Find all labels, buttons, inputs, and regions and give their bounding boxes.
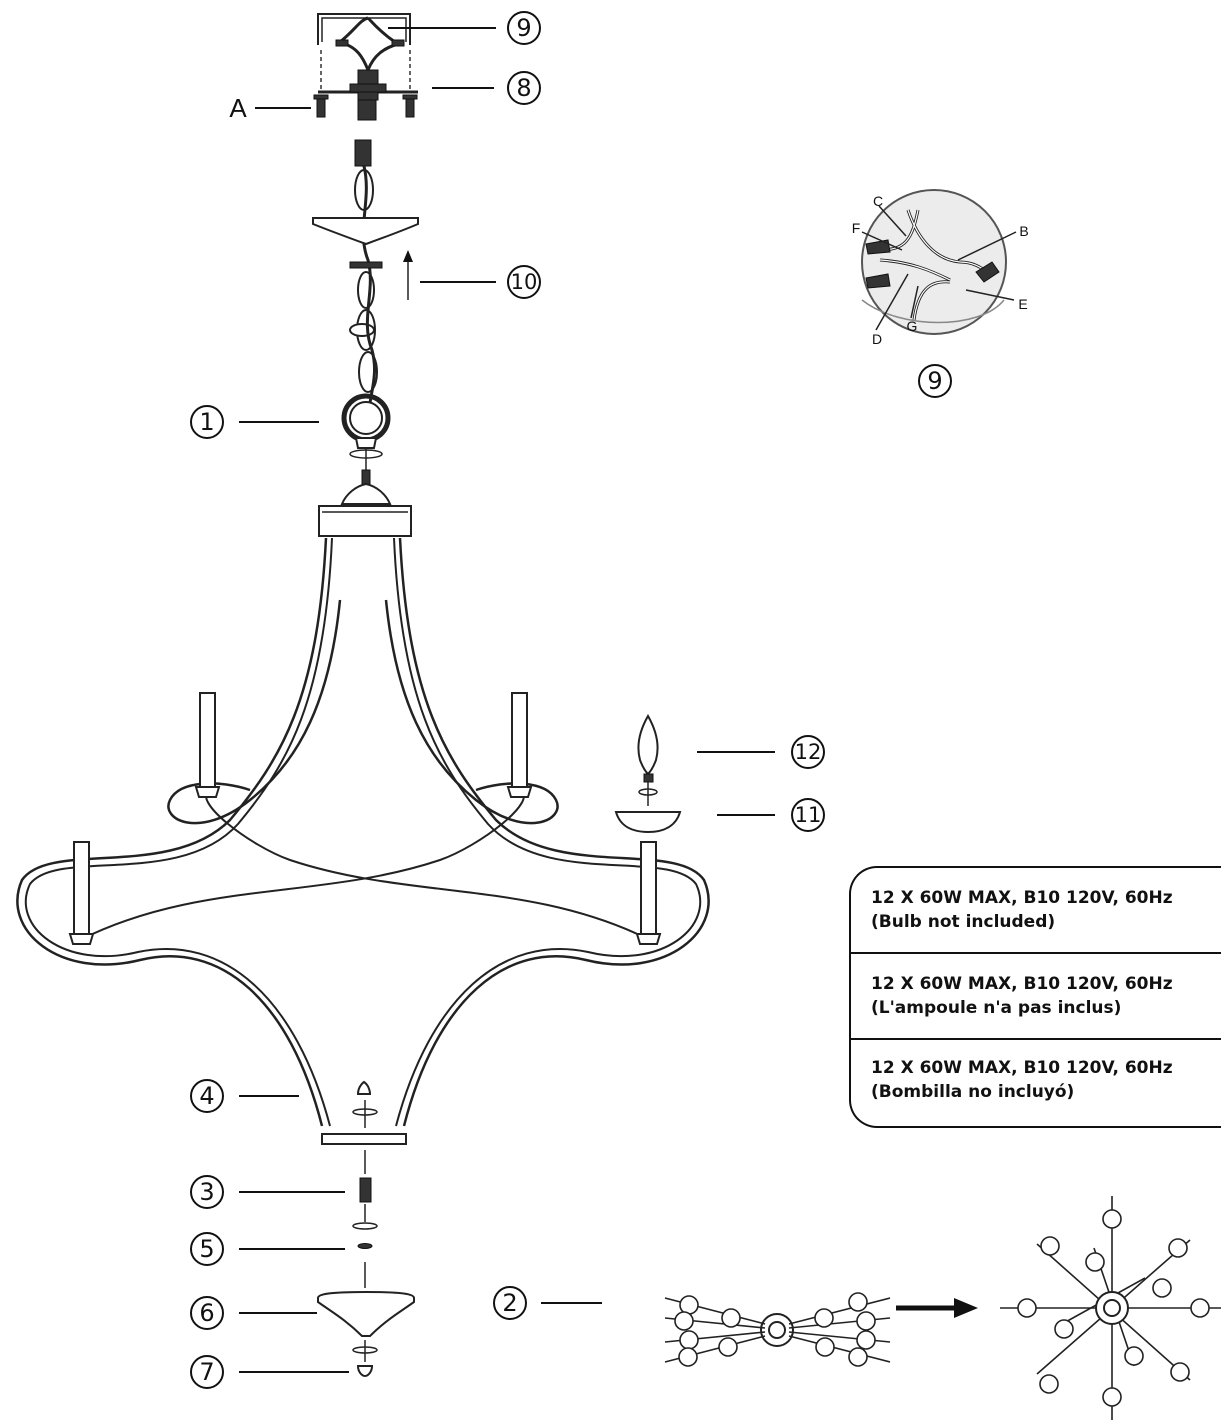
wire-label-f: F bbox=[852, 220, 861, 236]
callout-9-detail: 9 bbox=[927, 367, 942, 395]
callout-leaders bbox=[239, 27, 775, 1373]
spec-row-french: 12 X 60W MAX, B10 120V, 60Hz (L'ampoule … bbox=[871, 972, 1221, 1020]
callout-12-circle bbox=[791, 735, 825, 769]
spec-divider-2 bbox=[851, 1038, 1221, 1040]
callout-1: 1 bbox=[199, 408, 214, 436]
callout-9-circle bbox=[507, 11, 541, 45]
callout-11-circle bbox=[791, 798, 825, 832]
spec-note-french: (L'ampoule n'a pas inclus) bbox=[871, 998, 1122, 1018]
bottom-assembly bbox=[317, 1080, 415, 1378]
callout-a: A bbox=[229, 93, 247, 123]
wiring-leaders bbox=[861, 205, 1017, 331]
chain-connector bbox=[354, 139, 372, 167]
junction-box bbox=[317, 13, 411, 71]
mounting-bracket bbox=[318, 50, 418, 101]
bulb bbox=[637, 713, 659, 806]
callout-9: 9 bbox=[516, 14, 531, 42]
wire-label-c: C bbox=[873, 193, 883, 209]
callout-9-detail-circle bbox=[918, 364, 952, 398]
frame bbox=[16, 537, 710, 1145]
spec-rating-english: 12 X 60W MAX, B10 120V, 60Hz bbox=[871, 888, 1173, 908]
spec-row-spanish: 12 X 60W MAX, B10 120V, 60Hz (Bombilla n… bbox=[871, 1056, 1221, 1104]
callout-6-circle bbox=[190, 1296, 224, 1330]
spec-note-spanish: (Bombilla no incluyó) bbox=[871, 1082, 1075, 1102]
arm-layout-folded bbox=[664, 1292, 891, 1367]
callout-2-circle bbox=[493, 1286, 527, 1320]
callout-12: 12 bbox=[795, 740, 822, 764]
wire-label-e: E bbox=[1018, 296, 1027, 312]
callout-10: 10 bbox=[511, 270, 538, 294]
spec-row-english: 12 X 60W MAX, B10 120V, 60Hz (Bulb not i… bbox=[871, 886, 1221, 934]
candle-upper-left bbox=[194, 692, 221, 798]
callout-8-circle bbox=[507, 71, 541, 105]
screw-a-right bbox=[402, 94, 418, 118]
candle-upper-right bbox=[506, 692, 533, 798]
wire-label-d: D bbox=[872, 331, 882, 347]
threaded-nipple bbox=[357, 99, 377, 121]
callout-11: 11 bbox=[795, 803, 822, 827]
screw-a-left bbox=[313, 94, 329, 118]
candle-lower-left bbox=[68, 841, 95, 945]
callout-5: 5 bbox=[199, 1235, 214, 1263]
wiring-detail bbox=[861, 189, 1007, 335]
callout-4: 4 bbox=[199, 1082, 214, 1110]
arm-layout-spread bbox=[1000, 1196, 1221, 1420]
spec-note-english: (Bulb not included) bbox=[871, 912, 1056, 932]
wire-label-b: B bbox=[1019, 223, 1028, 239]
spec-box: 12 X 60W MAX, B10 120V, 60Hz (Bulb not i… bbox=[849, 866, 1221, 1128]
top-cap bbox=[318, 469, 412, 537]
spec-rating-french: 12 X 60W MAX, B10 120V, 60Hz bbox=[871, 974, 1173, 994]
callout-10-circle bbox=[507, 265, 541, 299]
callout-3: 3 bbox=[199, 1178, 214, 1206]
spec-divider-1 bbox=[851, 952, 1221, 954]
wire-label-g: G bbox=[907, 318, 918, 334]
callout-7: 7 bbox=[199, 1358, 214, 1386]
callout-1-circle bbox=[190, 405, 224, 439]
canopy bbox=[312, 217, 419, 269]
callout-6: 6 bbox=[199, 1299, 214, 1327]
chain bbox=[349, 165, 378, 421]
callout-4-circle bbox=[190, 1079, 224, 1113]
bobeche bbox=[614, 811, 682, 834]
callout-5-circle bbox=[190, 1232, 224, 1266]
arm-layout-arrow bbox=[896, 1298, 978, 1318]
callout-2: 2 bbox=[502, 1289, 517, 1317]
callout-7-circle bbox=[190, 1355, 224, 1389]
callout-8: 8 bbox=[516, 74, 531, 102]
callout-3-circle bbox=[190, 1175, 224, 1209]
spec-rating-spanish: 12 X 60W MAX, B10 120V, 60Hz bbox=[871, 1058, 1173, 1078]
candle-lower-right bbox=[635, 841, 662, 945]
up-arrow bbox=[403, 250, 413, 300]
loop bbox=[341, 393, 391, 470]
